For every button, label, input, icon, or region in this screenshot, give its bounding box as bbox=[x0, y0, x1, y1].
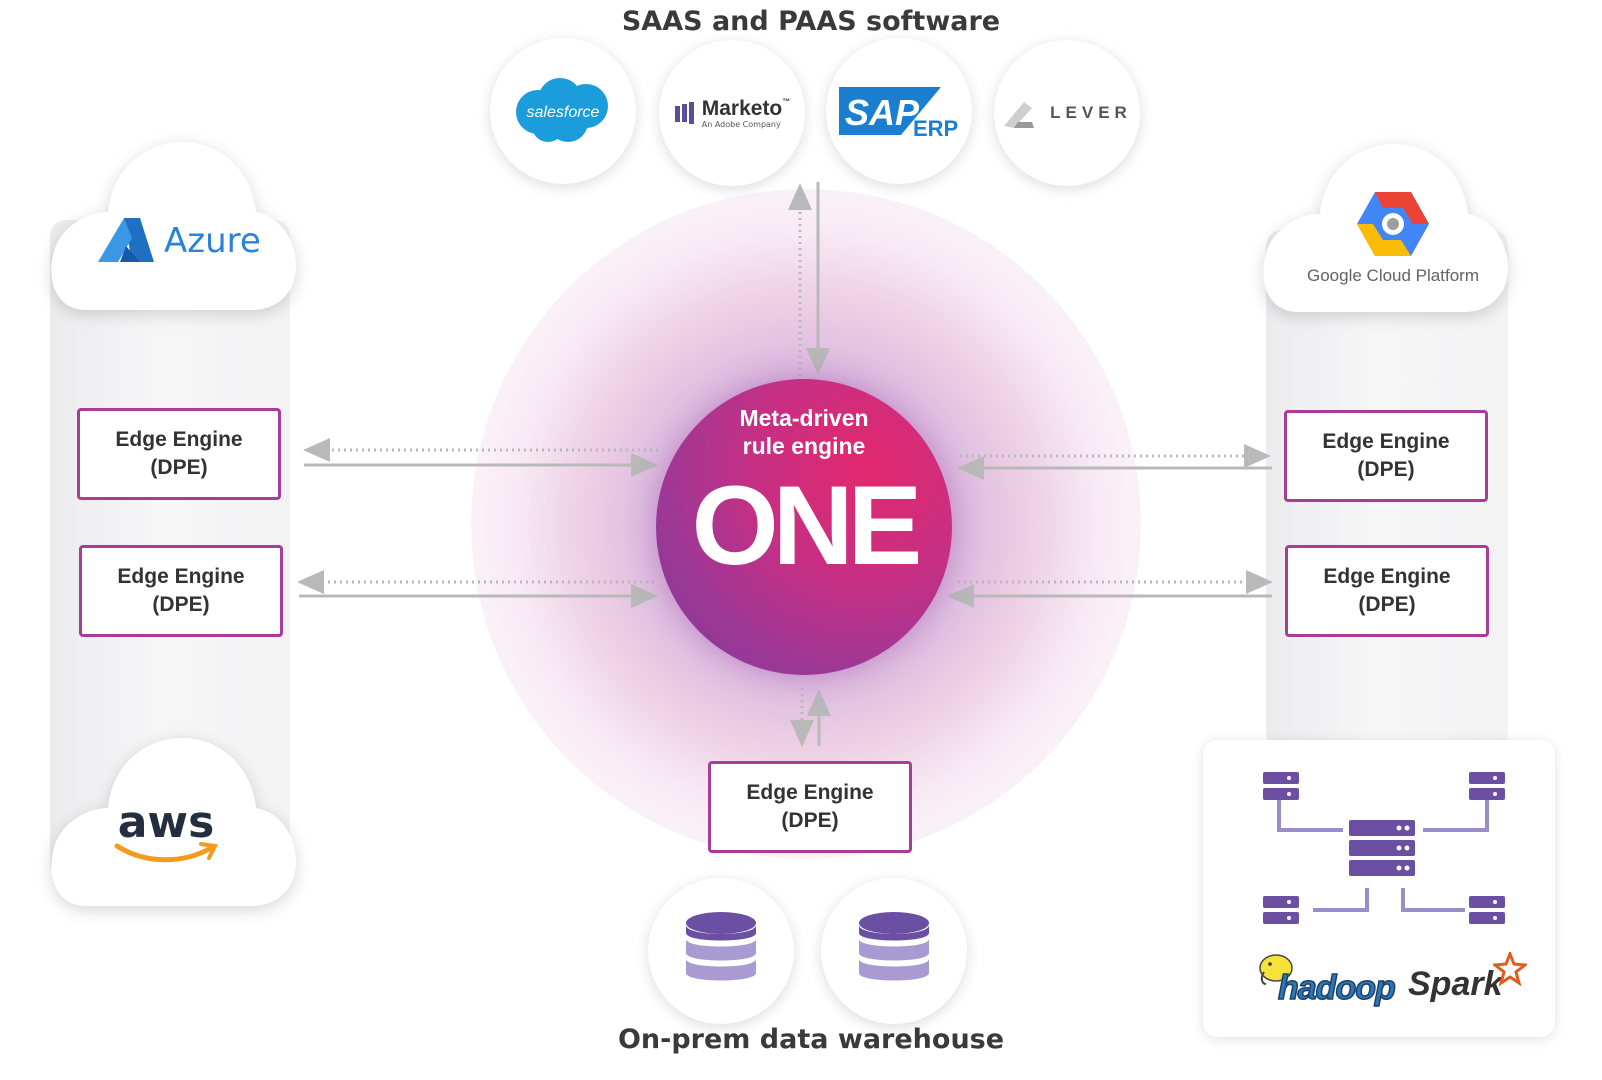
salesforce-logo: salesforce bbox=[490, 38, 636, 184]
marketo-text: Marketo bbox=[701, 96, 783, 120]
edge-engine-sublabel: (DPE) bbox=[150, 456, 208, 479]
salesforce-text: salesforce bbox=[527, 104, 600, 121]
gcp-hexagon-icon bbox=[1357, 192, 1429, 256]
database-circle-2 bbox=[821, 878, 967, 1024]
database-icon bbox=[859, 912, 929, 981]
edge-engine-left-top: Edge Engine (DPE) bbox=[77, 408, 281, 500]
edge-engine-label: Edge Engine bbox=[1322, 430, 1450, 453]
erp-text: ERP bbox=[913, 116, 958, 139]
sap-text: SAP bbox=[845, 92, 920, 133]
edge-engine-right-bottom: Edge Engine (DPE) bbox=[1285, 545, 1489, 637]
edge-engine-left-bottom: Edge Engine (DPE) bbox=[79, 545, 283, 637]
lever-mark-icon bbox=[1004, 102, 1035, 128]
azure-cloud bbox=[51, 142, 296, 310]
spark-star-icon bbox=[1492, 952, 1527, 986]
edge-engine-sublabel: (DPE) bbox=[781, 809, 839, 832]
aws-text: aws bbox=[117, 797, 215, 848]
edge-engine-label: Edge Engine bbox=[746, 781, 874, 804]
edge-engine-label: Edge Engine bbox=[115, 428, 243, 451]
edge-engine-sublabel: (DPE) bbox=[1357, 458, 1415, 481]
gcp-logo: Google Cloud Platform bbox=[1298, 190, 1488, 286]
aws-logo: aws bbox=[106, 800, 226, 870]
core-subtitle-line2: rule engine bbox=[742, 433, 866, 459]
database-icon bbox=[686, 912, 756, 981]
aws-smile-icon bbox=[114, 842, 219, 863]
edge-engine-label: Edge Engine bbox=[117, 565, 245, 588]
onprem-section-title: On-prem data warehouse bbox=[617, 1024, 1005, 1055]
edge-engine-label: Edge Engine bbox=[1323, 565, 1451, 588]
database-circle-1 bbox=[648, 878, 794, 1024]
sap-erp-logo: SAP ERP bbox=[826, 38, 972, 184]
salesforce-cloud-icon: salesforce bbox=[516, 78, 608, 142]
azure-mark-icon bbox=[98, 218, 154, 262]
spark-logo: Spark bbox=[1408, 952, 1527, 1004]
marketo-subtext: An Adobe Company bbox=[701, 119, 781, 129]
core-subtitle: Meta-driven rule engine bbox=[656, 404, 952, 460]
edge-engine-right-top: Edge Engine (DPE) bbox=[1284, 410, 1488, 502]
gcp-text: Google Cloud Platform bbox=[1307, 266, 1479, 285]
sap-logo-icon: SAP ERP bbox=[839, 87, 958, 139]
server-cluster-diagram bbox=[1263, 772, 1505, 924]
marketo-logo: Marketo™ An Adobe Company bbox=[659, 40, 805, 186]
core-title: ONE bbox=[691, 463, 923, 588]
hadoop-logo: hadoop bbox=[1256, 950, 1397, 1008]
marketo-bars-icon bbox=[674, 102, 694, 124]
lever-text: LEVER bbox=[1050, 103, 1132, 122]
azure-logo: Azure bbox=[96, 216, 261, 266]
core-subtitle-line1: Meta-driven bbox=[739, 405, 869, 431]
one-engine-core bbox=[656, 379, 952, 675]
spark-text: Spark bbox=[1408, 965, 1503, 1003]
marketo-trademark: ™ bbox=[782, 96, 791, 106]
hadoop-elephant-icon bbox=[1259, 954, 1293, 985]
edge-engine-sublabel: (DPE) bbox=[1358, 593, 1416, 616]
lever-logo: LEVER bbox=[994, 40, 1140, 186]
hadoop-text: hadoop bbox=[1277, 968, 1396, 1008]
azure-text: Azure bbox=[164, 221, 261, 261]
aws-cloud bbox=[51, 738, 296, 906]
edge-engine-bottom: Edge Engine (DPE) bbox=[708, 761, 912, 853]
edge-engine-sublabel: (DPE) bbox=[152, 593, 210, 616]
saas-section-title: SAAS and PAAS software bbox=[621, 6, 1001, 37]
